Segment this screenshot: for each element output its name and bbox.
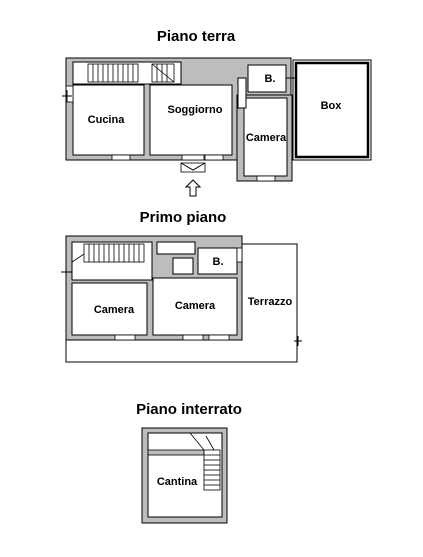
terrace-label: Terrazzo — [248, 296, 293, 308]
ground-windows — [65, 85, 276, 182]
ground-floor-plan: Piano terra — [62, 28, 372, 197]
ground-stairs — [87, 63, 175, 83]
first-bath — [197, 247, 238, 275]
garage-label: Box — [321, 100, 343, 112]
basement-inner-wall — [147, 449, 205, 456]
first-bath-label: B. — [213, 256, 224, 268]
first-closet — [172, 257, 194, 275]
entrance — [180, 154, 206, 197]
basement-title: Piano interrato — [136, 401, 242, 418]
garage-inner — [294, 61, 370, 159]
ground-bath — [247, 64, 287, 93]
first-bedroom-left-label: Camera — [94, 304, 135, 316]
first-marks — [61, 266, 302, 346]
living-room — [149, 84, 233, 156]
first-bedroom-left — [71, 282, 148, 336]
ground-bedroom — [243, 97, 288, 177]
first-stairs — [71, 243, 145, 263]
kitchen-label: Cucina — [88, 114, 126, 126]
ground-closet — [237, 77, 247, 109]
living-label: Soggiorno — [168, 104, 223, 116]
first-floor-title: Primo piano — [140, 209, 227, 226]
first-windows — [114, 247, 243, 341]
ground-marks — [62, 72, 296, 102]
ground-bedroom-label: Camera — [246, 132, 287, 144]
first-floor-plan: Primo piano — [61, 209, 302, 363]
cellar-label: Cantina — [157, 476, 198, 488]
kitchen-room — [72, 84, 145, 156]
first-landing — [156, 241, 196, 255]
ground-bath-label: B. — [265, 73, 276, 85]
first-bedroom-right-label: Camera — [175, 300, 216, 312]
basement-stairs — [189, 432, 221, 491]
first-bedroom-right — [152, 277, 238, 336]
entrance-arrow-icon — [184, 179, 202, 197]
basement-plan: Piano interrato Cantina — [136, 401, 242, 524]
ground-floor-title: Piano terra — [157, 28, 236, 45]
garage-outer — [292, 59, 372, 161]
